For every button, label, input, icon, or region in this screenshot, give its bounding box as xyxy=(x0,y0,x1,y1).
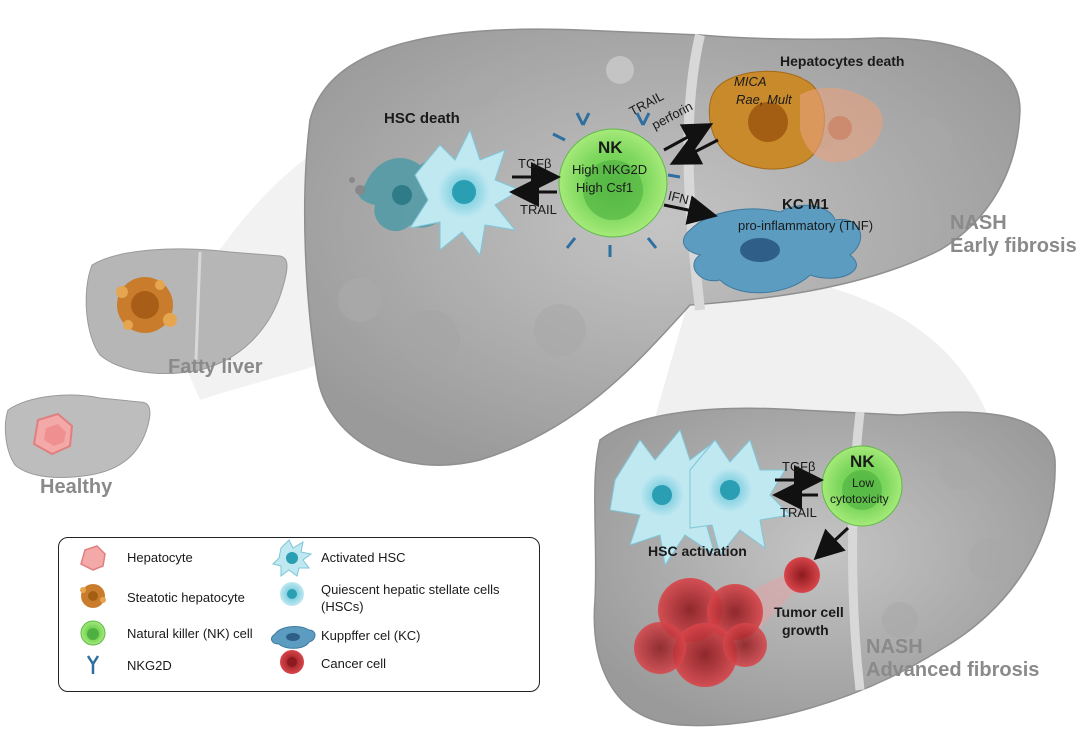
quiescent-hsc-icon xyxy=(280,582,304,606)
label-tgfb-advanced: TGFβ xyxy=(782,459,816,474)
stage-label-advanced-line2: Advanced fibrosis xyxy=(866,659,1040,681)
legend: Hepatocyte Steatotic hepatocyte Natural … xyxy=(58,537,540,692)
legend-label-nk: Natural killer (NK) cell xyxy=(127,626,253,641)
label-tgfb-early: TGFβ xyxy=(518,156,552,171)
early-arrows xyxy=(509,123,719,225)
steatotic-hepatocyte-icon xyxy=(80,584,106,608)
label-hsc-activation: HSC activation xyxy=(648,543,747,559)
label-nk-early-line2: High Csf1 xyxy=(576,180,634,195)
legend-label-quiescent-hsc: Quiescent hepatic stellate cells xyxy=(321,582,500,597)
fatty-liver xyxy=(85,248,288,374)
legend-label-hepatocyte: Hepatocyte xyxy=(127,550,193,565)
fatty-steatotic-cluster-icon xyxy=(116,277,177,333)
stage-label-healthy: Healthy xyxy=(40,476,113,498)
label-hepatocytes-death: Hepatocytes death xyxy=(780,53,905,69)
label-nk-advanced-line2: cytotoxicity xyxy=(830,492,889,506)
legend-label-quiescent-hsc-2: (HSCs) xyxy=(321,599,364,614)
label-nk-early-line1: High NKG2D xyxy=(572,162,648,177)
activated-hsc-icon xyxy=(272,539,313,577)
legend-label-cancer: Cancer cell xyxy=(321,656,387,671)
label-ligand-rae-mult: Rae, Mult xyxy=(736,92,792,107)
cancer-cell-icon xyxy=(280,650,304,674)
legend-label-activated-hsc: Activated HSC xyxy=(321,550,406,565)
stage-label-early-line2: Early fibrosis xyxy=(950,235,1077,257)
label-kc-sub: pro-inflammatory (TNF) xyxy=(738,218,874,233)
stage-label-early: NASH Early fibrosis xyxy=(950,212,1077,258)
stage-label-early-line1: NASH xyxy=(950,212,1007,234)
healthy-liver xyxy=(4,394,151,479)
stage-label-advanced-line1: NASH xyxy=(866,636,923,658)
label-trail-early: TRAIL xyxy=(520,202,557,217)
label-trail-advanced: TRAIL xyxy=(780,505,817,520)
kupffer-cell-m1-icon xyxy=(682,204,862,294)
label-nk-early-title: NK xyxy=(598,138,623,157)
legend-label-kupffer: Kuppffer cel (KC) xyxy=(321,628,421,643)
arrow-nk-to-kc-ifn xyxy=(663,195,718,225)
label-tumor-line1: Tumor cell xyxy=(774,604,844,620)
advanced-arrows xyxy=(772,465,850,561)
label-tumor-line2: growth xyxy=(782,622,829,638)
arrow-hepatocytes-to-nk xyxy=(669,137,719,165)
legend-icons xyxy=(80,539,316,674)
label-nk-advanced-title: NK xyxy=(850,452,875,471)
nk-cell-early-icon xyxy=(552,112,681,257)
arrow-nk-to-tumor xyxy=(813,526,850,561)
nkg2d-receptor-icon xyxy=(86,655,100,674)
label-hsc-death: HSC death xyxy=(384,110,460,127)
activated-hsc-early-icon xyxy=(408,128,522,257)
label-kc-title: KC M1 xyxy=(782,196,829,213)
legend-label-steatotic: Steatotic hepatocyte xyxy=(127,590,245,605)
label-ligand-mica: MICA xyxy=(734,74,767,89)
kupffer-cell-icon xyxy=(271,626,316,649)
activated-hsc-advanced-icon xyxy=(609,428,792,567)
stage-label-fatty: Fatty liver xyxy=(168,356,263,378)
nk-cell-icon xyxy=(80,620,106,646)
label-nk-advanced-line1: Low xyxy=(852,476,875,490)
stage-label-advanced: NASH Advanced fibrosis xyxy=(866,636,1039,682)
dying-hepatocyte-icon xyxy=(708,70,883,170)
legend-label-nkg2d: NKG2D xyxy=(127,658,172,673)
hepatocyte-icon xyxy=(80,545,106,571)
tumor-cluster-icon xyxy=(634,557,820,687)
